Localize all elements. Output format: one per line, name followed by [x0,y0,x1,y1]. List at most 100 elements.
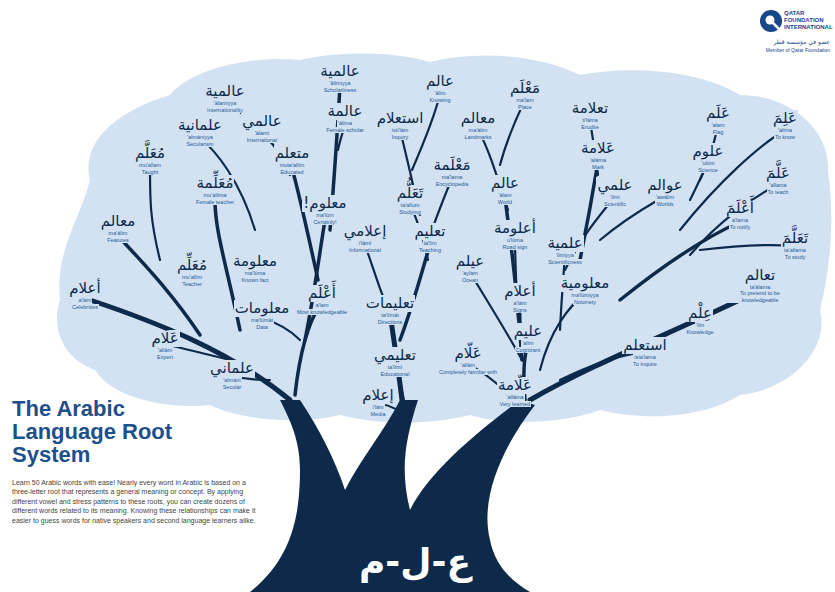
arabic-word: إعلامي [343,223,388,240]
word-group: عالمية'ālimiyyaScholarliness [319,63,360,93]
english-meaning: International [246,137,278,143]
arabic-word: عِلْم [687,305,713,322]
word-group: تعالمta'ālamaTo pretend to be knowledgea… [727,267,793,303]
arabic-word: أعلام [503,283,536,300]
word-group: عَلّام'allāmCompletely familiar with [438,345,498,375]
arabic-word: عالمية [204,83,245,100]
tree-trunk [250,400,535,592]
word-group: معالمma'ālimFeatures [100,213,136,243]
word-group: عَلَّمَ'allamaTo teach [765,165,791,195]
arabic-word: معلومة [232,253,278,270]
arabic-word: معالم [100,213,136,230]
english-meaning: Female scholar [325,127,365,133]
tree-branches [90,86,795,420]
arabic-word: عَلّامة [497,377,533,394]
word-group: إعلاميi'lāmīInformational [343,223,388,253]
logo-mark [760,10,782,32]
word-group: مَعْلَمةma'lamaEncyclopedia [433,157,472,187]
word-group: معلوم!ma'lūmCertainly! [302,195,347,225]
arabic-word: مَعْلَم [509,80,541,97]
arabic-word: تعليمي [373,347,417,364]
word-group: عَلّامة'allāmaVery learned [497,377,533,407]
word-group: عوالم'awālimWorlds [646,177,683,207]
arabic-word: أَعْلَمَ [725,200,755,217]
english-meaning: Expert [156,354,174,360]
english-meaning: Secularism [185,141,214,147]
arabic-word: علماني [209,360,255,377]
arabic-word: مُعَلِّمة [196,175,235,192]
arabic-word: عَلامة [580,140,616,157]
word-group: معلوماتma'lūmātData [234,300,291,330]
arabic-word: علوم [692,143,725,160]
arabic-word: عوالم [646,177,683,194]
logo-arabic: عضو في مؤسسة قطر [774,38,830,45]
arabic-word: عَلَّمَ [765,165,791,182]
arabic-word: تعليمات [365,295,415,312]
word-group: مُعَلِّمmu'allimTeacher [176,257,208,287]
root-letters: ع-ل-م [359,542,471,582]
arabic-word: إعلام [361,387,394,404]
arabic-word: أعلام [68,280,101,297]
word-group: عليم'alīmCognizant [513,323,543,353]
english-meaning: Secular [222,384,243,390]
arabic-word: استعلام [376,110,425,127]
arabic-word: عَلّام [150,330,179,347]
word-group: علمي'ilmīScientific [596,177,633,207]
english-meaning: Inquiry [391,134,410,140]
english-meaning: Features [106,237,130,243]
logo-name: QATAR FOUNDATION INTERNATIONAL [784,10,832,31]
arabic-word: معلومات [234,300,291,317]
english-meaning: Knowledge [685,329,714,335]
english-meaning: To pretend to be knowledgeable [727,290,793,303]
arabic-word: عالمية [319,63,360,80]
english-meaning: Taught [141,169,160,175]
english-meaning: Media [370,411,387,417]
word-group: عالمية'ālamiyyaInternationality [204,83,245,113]
english-meaning: To notify [729,224,751,230]
arabic-word: عالمة [327,103,364,120]
english-meaning: Informational [348,247,382,253]
english-meaning: Directions [377,319,403,325]
english-meaning: Science [697,167,719,173]
word-group: عيلم'aylamOcean [455,253,485,283]
english-meaning: Scientificness [547,259,583,265]
word-group: علمية'ilmiyyaScientificness [546,235,583,265]
english-meaning: Cognizant [515,347,542,353]
word-group: تعلامةti'lāmaErudite [571,100,609,130]
english-meaning: Encyclopedia [435,181,470,187]
word-group: تَعَلَّمَta'allamaTo study [781,230,809,260]
word-group: مَعْلَمma'lamPlace [509,80,541,110]
word-group: أعلومةu'lūmaRoad sign [493,220,537,250]
word-group: أعلامa'lāmCelebrities [68,280,101,310]
english-meaning: Notoriety [573,299,597,305]
english-meaning: Female teacher [195,199,235,205]
english-meaning: Worlds [655,201,674,207]
arabic-word: مُعَلِّم [176,257,208,274]
english-meaning: Knowing [428,97,451,103]
word-group: عَلامة'alāmaMark [580,140,616,170]
word-group: عَلَم'alamFlag [705,105,731,135]
arabic-word: معلومية [560,275,611,292]
word-group: أَعْلَمَa'lamaTo notify [725,200,755,230]
word-group: تعليمta'līmTeaching [414,223,447,253]
arabic-word: تَعَلَّمَ [781,230,809,247]
arabic-word: عالم [425,73,455,90]
arabic-word: عالمي [241,113,282,130]
english-meaning: Educational [380,371,411,377]
english-meaning: Road sign [502,244,529,250]
word-group: عَلِمَ'alimaTo know [772,110,798,140]
arabic-word: عالم [490,175,520,192]
word-group: إعلامi'lāmMedia [361,387,394,417]
word-group: علمانية'almāniyyaSecularism [177,117,223,147]
english-meaning: To know [774,134,796,140]
english-meaning: Celebrities [71,304,99,310]
english-meaning: Teacher [181,281,203,287]
arabic-word: علمي [596,177,633,194]
word-group: عالمي'ālamīInternational [241,113,282,143]
arabic-word: تعليم [414,223,447,240]
english-meaning: Scholarliness [323,87,358,93]
english-meaning: Scientific [603,201,627,207]
arabic-word: مُعَلَّم [134,145,166,162]
logo-member: Member of Qatar Foundation [766,47,830,53]
